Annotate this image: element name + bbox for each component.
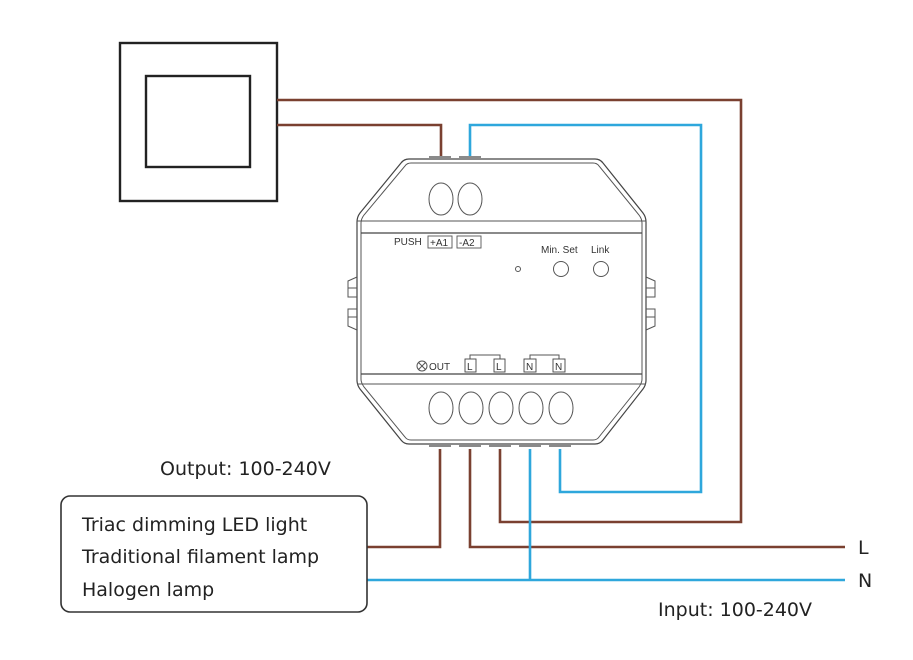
n-bridge — [529, 354, 560, 359]
bottom-screw-hole-n2 — [548, 391, 574, 425]
mains-labels: L N Input: 100-240V — [658, 537, 872, 621]
bottom-screw-hole-out — [428, 391, 454, 425]
load-box: Output: 100-240V Triac dimming LED light… — [60, 458, 368, 613]
link-button[interactable] — [593, 261, 609, 277]
push-switch — [118, 41, 279, 203]
load-line-3: Halogen lamp — [82, 579, 214, 601]
wire-out-to-load — [367, 449, 442, 549]
device-outline — [356, 158, 647, 445]
bottom-terminal-n2 — [549, 444, 571, 447]
min-set-label: Min. Set — [541, 245, 578, 256]
bottom-terminal-out — [429, 444, 451, 447]
top-screw-hole-a2 — [457, 182, 483, 216]
bottom-terminal-n1 — [519, 444, 541, 447]
switch-frame — [118, 41, 279, 203]
led-indicator — [515, 266, 521, 272]
terminal-n2-label: N — [555, 362, 562, 373]
push-terminal-box-a2 — [456, 235, 482, 249]
top-terminal-a1 — [429, 156, 451, 159]
push-terminal-a1-label: +A1 — [430, 238, 449, 249]
load-frame — [60, 495, 368, 613]
load-line-2: Traditional filament lamp — [81, 546, 319, 568]
device-outline-inner — [360, 162, 643, 441]
wires — [277, 98, 845, 582]
dimmer-module: PUSH +A1 -A2 Min. Set Link OUT L L N N — [347, 156, 656, 447]
link-label: Link — [591, 245, 610, 256]
push-terminal-a2-label: -A2 — [459, 238, 475, 249]
wire-switch-live-loop — [277, 98, 743, 524]
switch-rocker — [144, 74, 252, 169]
top-terminal-a2 — [459, 156, 481, 159]
terminal-l1-label: L — [467, 362, 473, 373]
wire-mains-live — [468, 449, 845, 549]
bottom-screw-hole-n1 — [518, 391, 544, 425]
l-bridge — [469, 354, 501, 359]
terminal-box-n1 — [523, 358, 537, 373]
lamp-symbol-icon — [416, 360, 428, 372]
neutral-label: N — [858, 570, 872, 592]
terminal-l2-label: L — [496, 362, 502, 373]
top-screw-hole-a1 — [428, 182, 454, 216]
wire-switch-to-a1 — [277, 123, 443, 157]
bottom-terminal-l2 — [489, 444, 511, 447]
push-label: PUSH — [394, 237, 422, 248]
bottom-terminal-l1 — [459, 444, 481, 447]
wire-a2-to-neutral — [468, 123, 703, 494]
input-voltage-label: Input: 100-240V — [658, 599, 812, 621]
min-set-button[interactable] — [553, 261, 569, 277]
output-voltage-label: Output: 100-240V — [160, 458, 331, 480]
live-label: L — [858, 537, 869, 559]
terminal-box-l2 — [493, 358, 506, 373]
side-clip-left — [347, 276, 358, 331]
terminal-box-l1 — [464, 358, 477, 373]
out-label: OUT — [429, 362, 450, 373]
side-clip-right — [645, 276, 656, 331]
terminal-box-n2 — [552, 358, 566, 373]
bottom-screw-hole-l2 — [488, 391, 514, 425]
push-terminal-box-a1 — [427, 235, 453, 249]
bottom-screw-hole-l1 — [458, 391, 484, 425]
terminal-n1-label: N — [526, 362, 533, 373]
load-line-1: Triac dimming LED light — [81, 514, 307, 536]
